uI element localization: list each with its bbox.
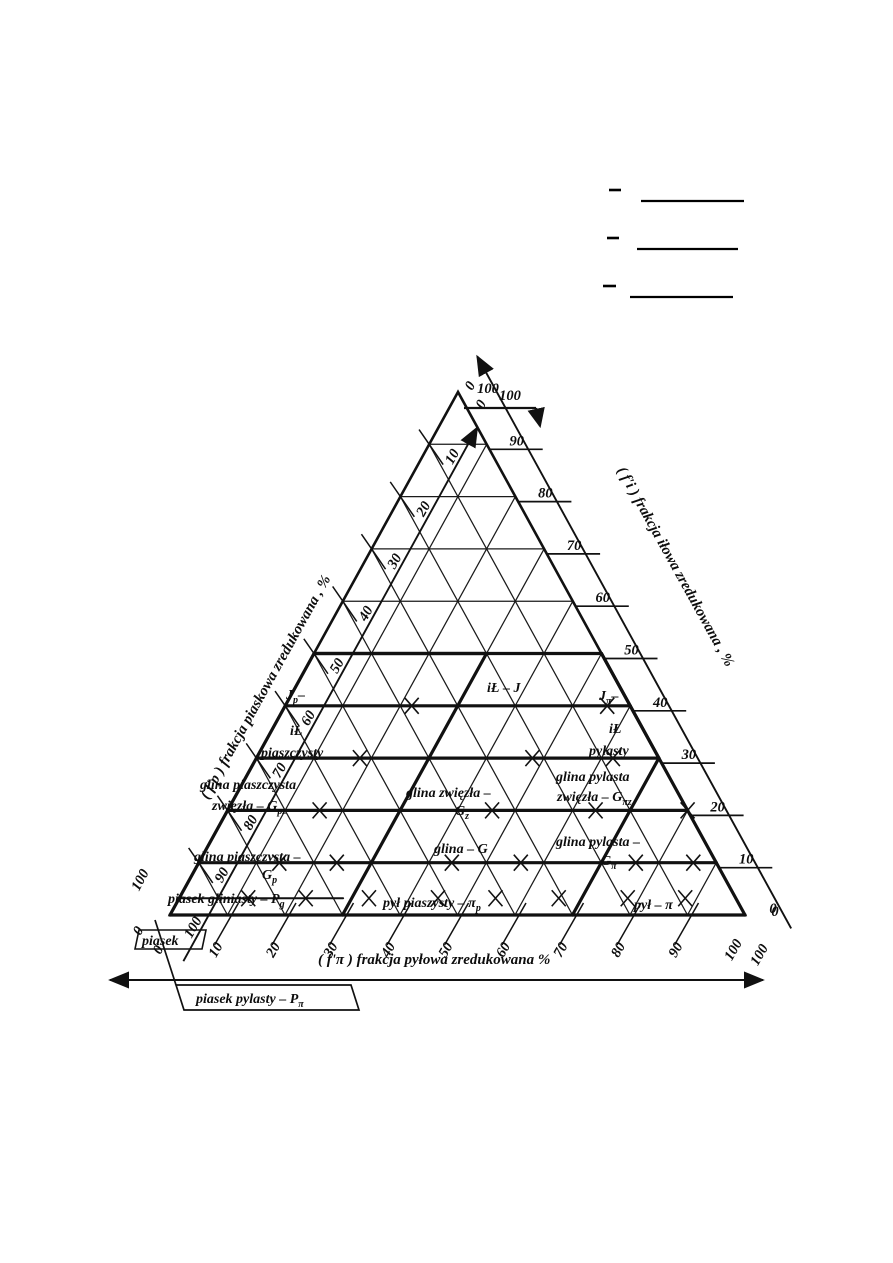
tick-label: 10 (739, 852, 754, 868)
tick-label: 90 (509, 433, 524, 449)
tick-label: 100 (747, 942, 772, 969)
region-text-il-piaszczysty-l1: iŁ (290, 724, 302, 739)
region-text-il-j: iŁ – J (487, 681, 521, 696)
outer-axis-arrows (108, 354, 792, 989)
region-text-glina-piaszczysta-l2: Gp (262, 868, 277, 886)
tick-label: 40 (652, 695, 668, 711)
region-text-gpi-l2: Gπ (601, 854, 617, 872)
region-text-gz-l1: glina zwięzła – (405, 786, 491, 801)
legend-mark-1 (609, 188, 744, 203)
region-label-piasek-pylasty: piasek pylasty – Pπ (154, 919, 361, 1011)
axis-name-left: ( f'p ) frakcja piaskowa zredukowana , % (198, 573, 335, 802)
tick-label: 50 (624, 643, 639, 659)
tick-label: 50 (327, 656, 348, 677)
region-label-piasek-gliniasty: piasek gliniasty – Pg (167, 892, 285, 910)
tick-label: 100 (181, 914, 206, 941)
tick-label: 100 (499, 388, 521, 404)
tick-label: 80 (240, 813, 261, 834)
tick-label: 60 (493, 940, 514, 961)
tick-label: 10 (205, 940, 226, 961)
region-label-pyl: pył – π (633, 898, 673, 913)
tick-label: 20 (413, 499, 435, 520)
tick-label: 30 (320, 940, 342, 961)
region-text-pyl: pył – π (633, 898, 673, 913)
region-label-jp: Jp– (285, 688, 305, 706)
axis-name-left-text: ( f'p ) frakcja piaskowa zredukowana , % (198, 573, 335, 802)
legend-mark-2 (607, 236, 738, 251)
tick-label: 100 (477, 381, 499, 397)
region-text-piasek-gliniasty: piasek gliniasty – Pg (167, 892, 285, 910)
tick-label: 50 (435, 940, 456, 961)
tick-label: 100 (721, 937, 746, 964)
classification-boundaries (168, 651, 747, 917)
tick-label: 60 (298, 708, 319, 729)
tick-label: 80 (538, 486, 553, 502)
axis-name-bottom-text: ( f'π ) frakcja pyłowa zredukowana % (318, 952, 550, 968)
region-text-glina: glina – G (433, 842, 488, 857)
tick-label: 20 (262, 940, 284, 961)
tick-underlines (488, 448, 773, 869)
region-text-il-pylasty-l1: iŁ (609, 722, 621, 737)
tick-label: 90 (665, 940, 686, 961)
region-label-piasek: piasek (134, 929, 207, 950)
tick-label: 30 (384, 551, 406, 572)
tick-label: 0 (473, 397, 490, 411)
region-label-pyl-piaszczysty: pył piaszysty – πp (382, 896, 481, 914)
region-text-jp: Jp– (285, 688, 305, 706)
region-text-jpi: Jπ– (598, 689, 618, 707)
region-text-gpz-l2: zwięzła – Gpz (211, 799, 286, 817)
tick-label: 70 (269, 760, 290, 781)
axis-name-bottom: ( f'π ) frakcja pyłowa zredukowana % (318, 952, 550, 968)
region-text-piasek: piasek (141, 934, 179, 949)
tick-label: 60 (596, 590, 611, 606)
region-label-glina-pylasta: glina pylasta – Gπ (555, 835, 640, 872)
tick-label: 10 (442, 447, 463, 468)
region-label-glina-pylasta-zwiezla: glina pylasta zwięzła – Gπz (555, 770, 632, 808)
region-box-piasek (134, 929, 207, 950)
region-text-gpi-l1: glina pylasta – (555, 835, 640, 850)
tick-label: 40 (355, 603, 377, 624)
legend-mark-3 (603, 284, 733, 299)
region-labels-group: piasek piasek pylasty – Pπ piasek glinia… (134, 681, 673, 1011)
tick-label: 40 (377, 940, 399, 961)
region-text-il-pylasty-l2: pylasty (588, 744, 629, 759)
legend-marks-group (603, 188, 744, 299)
region-label-il-pylasty: iŁ pylasty (588, 722, 629, 759)
region-text-il-piaszczysty-l2: piaszczysty (260, 746, 324, 761)
region-text-pyl-piaszczysty: pył piaszysty – πp (382, 896, 481, 914)
region-label-glina-piaszczysta: glina piaszczysta – Gp (193, 850, 301, 886)
region-label-glina-zwiezla: glina zwięzła – Gz (405, 786, 491, 822)
tick-labels-group: 0102030405060708090100010203040506070809… (128, 379, 778, 969)
tick-label: 0 (769, 901, 776, 917)
tick-label: 70 (567, 538, 582, 554)
tick-label: 100 (128, 867, 152, 894)
region-text-gpiz-l1: glina pylasta (555, 770, 630, 785)
callout-leader-piasek-pylasty (154, 919, 177, 986)
tick-label: 0 (771, 904, 778, 920)
region-label-il-j: iŁ – J (487, 681, 521, 696)
region-text-glina-piaszczysta-l1: glina piaszczysta – (193, 850, 301, 865)
region-label-jpi: Jπ– (598, 689, 618, 707)
region-label-glina: glina – G (433, 842, 488, 857)
region-label-glina-piaszczysta-zwiezla: glina piaszczysta zwięzła – Gpz (199, 778, 296, 817)
tick-marks (188, 429, 701, 946)
tick-label: 20 (709, 799, 725, 815)
region-text-gpz-l1: glina piaszczysta (199, 778, 296, 793)
region-text-gpiz-l2: zwięzła – Gπz (556, 790, 632, 808)
tick-label: 90 (212, 865, 233, 886)
tick-label: 30 (681, 747, 697, 763)
region-box-piasek-pylasty (174, 984, 361, 1011)
tick-label: 80 (608, 940, 629, 961)
tick-label: 70 (550, 940, 571, 961)
region-text-piasek-pylasty: piasek pylasty – Pπ (195, 992, 304, 1010)
region-text-gz-l2: Gz (455, 804, 469, 822)
region-label-il-piaszczysty: iŁ piaszczysty (260, 724, 324, 761)
